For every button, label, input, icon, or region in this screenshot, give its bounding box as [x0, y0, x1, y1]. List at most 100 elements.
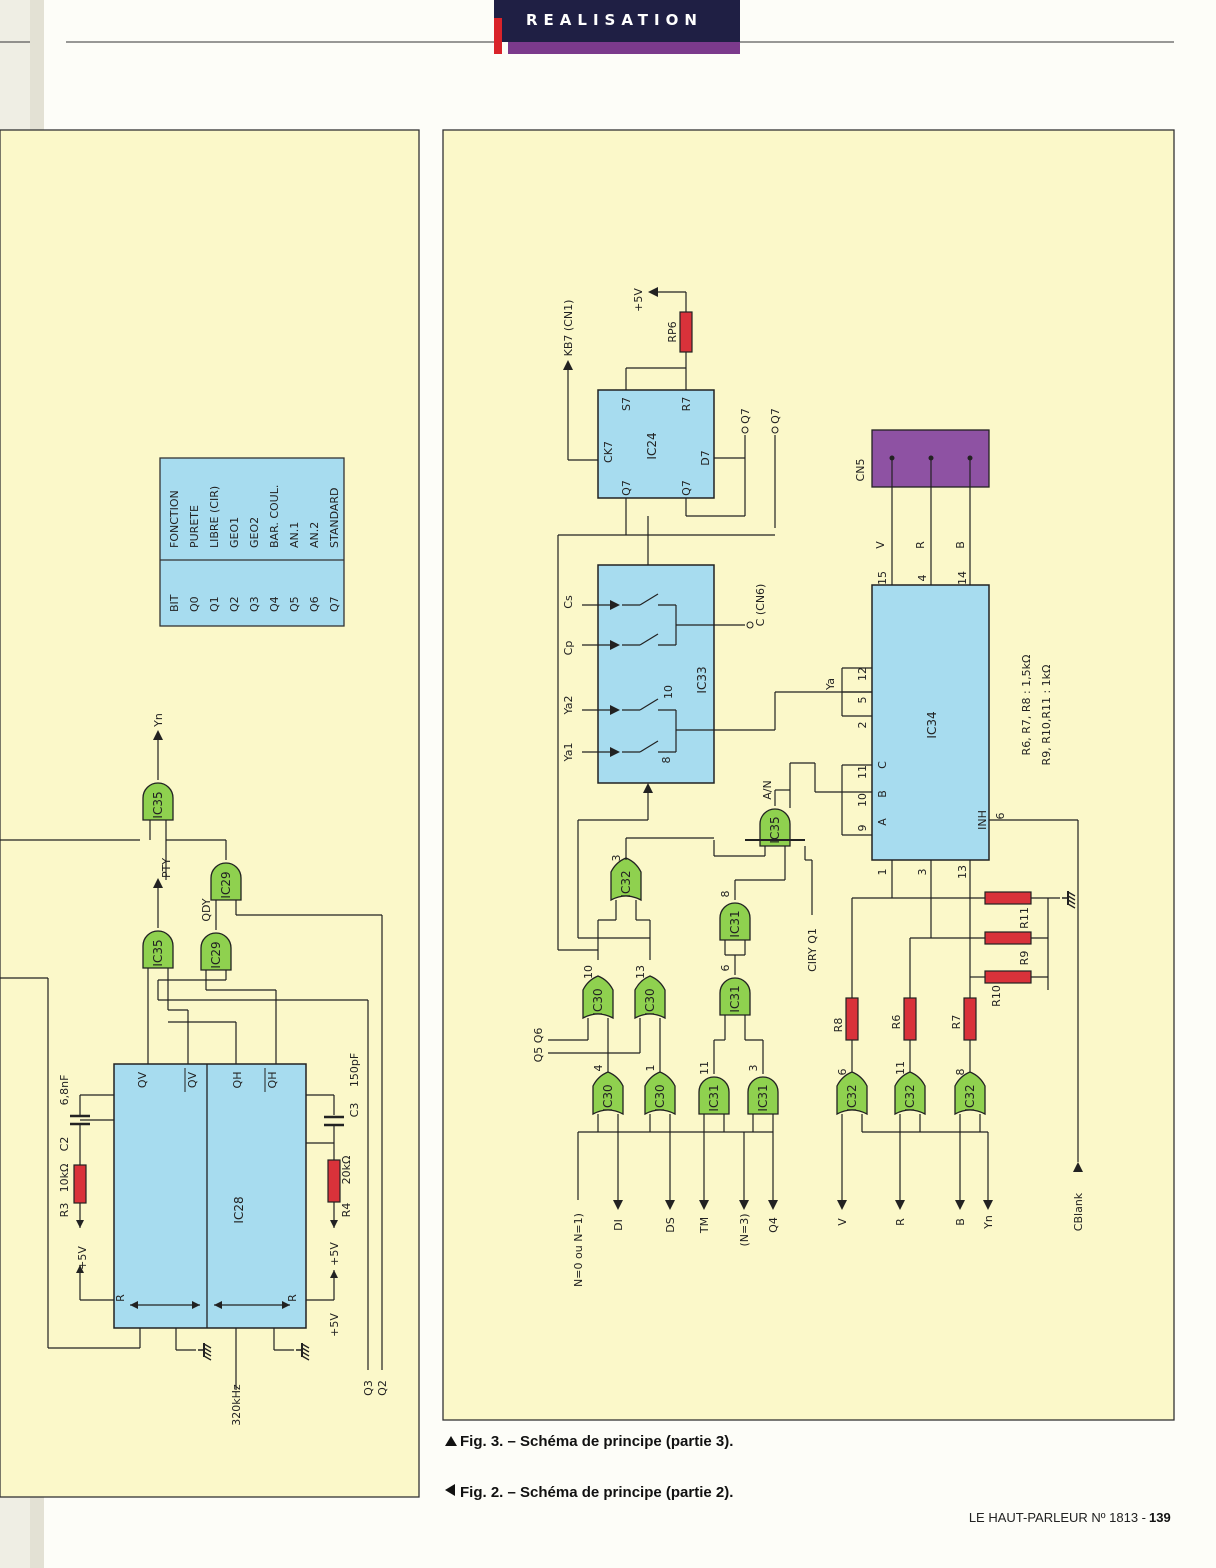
c3-label: C3: [348, 1103, 361, 1118]
r6-label: R6: [890, 1015, 903, 1030]
ic24-pin-ck7: CK7: [602, 441, 615, 463]
ic24-pin-q7bar: Q7: [680, 480, 693, 496]
ic28-pin-qh-bar: QH: [266, 1072, 279, 1089]
ic28-pin-qv: QV: [136, 1071, 149, 1088]
pin-8b: 8: [954, 1069, 967, 1076]
resistor-note-1: R6, R7, R8 : 1,5kΩ: [1020, 655, 1033, 756]
signal-q5-q6: Q5 Q6: [532, 1028, 545, 1063]
pin-10: 10: [582, 965, 595, 979]
ic34-pin-4: 4: [916, 575, 929, 582]
ic29b-label: IC29: [219, 871, 233, 898]
ic34-pin-b: B: [876, 790, 889, 798]
section-title: REALISATION: [526, 11, 703, 29]
ic34-pin-inh: INH: [976, 810, 989, 830]
ic34-pin-11: 11: [856, 765, 869, 779]
table-cell-function: GEO1: [228, 517, 241, 548]
vcc-left: +5V: [76, 1246, 89, 1270]
r7-label: R7: [950, 1015, 963, 1030]
table-cell-bit: Q4: [268, 596, 281, 612]
ic28-chip: IC28 QV QV QH QH R R: [113, 1063, 307, 1329]
signal-qdy: QDY: [200, 898, 213, 922]
signal-c-cn6: C (CN6): [754, 584, 767, 627]
c2-label: C2: [58, 1137, 71, 1152]
ic31b-label: IC31: [728, 985, 742, 1012]
signal-n0: N=0 ou N=1): [572, 1213, 585, 1287]
ic24-pin-r7: R7: [680, 397, 693, 412]
footer-magazine: LE HAUT-PARLEUR Nº 1813 -: [969, 1510, 1146, 1525]
ic24-pin-s7: S7: [620, 397, 633, 411]
fig3-schematic: +5V RP6 KB7 (CN1) IC24 S7 R7 CK7 Q7 Q7 D…: [442, 129, 1175, 1421]
ic34-pin-2: 2: [856, 722, 869, 729]
vcc-top: +5V: [632, 288, 645, 312]
signal-n3: (N=3): [738, 1213, 751, 1246]
ic28-pin-qh: QH: [231, 1072, 244, 1089]
header: REALISATION: [0, 0, 1174, 54]
table-cell-bit: Q0: [188, 596, 201, 612]
table-cell-function: STANDARD: [328, 487, 341, 548]
ic30b-label: IC30: [643, 988, 657, 1015]
ic28-pin-qv-bar: QV: [186, 1071, 199, 1088]
ic24-label: IC24: [645, 432, 659, 459]
ic31d-label: IC31: [756, 1084, 770, 1111]
signal-q2: Q2: [376, 1380, 389, 1396]
ic32c-label: IC32: [903, 1084, 917, 1111]
ic34-pin-1: 1: [876, 869, 889, 876]
ic35-label: IC35: [151, 791, 165, 818]
r4-label: R4: [340, 1203, 353, 1218]
ic34-pin-13: 13: [956, 865, 969, 879]
ic33-pin-8: 8: [660, 757, 673, 764]
caption-fig2: Fig. 2. – Schéma de principe (partie 2).: [460, 1484, 733, 1501]
table-cell-function: BAR. COUL.: [268, 485, 281, 548]
r6-resistor: [903, 997, 917, 1041]
pin-6: 6: [719, 965, 732, 972]
table-cell-bit: Q3: [248, 596, 261, 612]
signal-r: R: [894, 1218, 907, 1226]
ic32b-label: IC32: [845, 1084, 859, 1111]
signal-ya1: Ya1: [562, 743, 575, 763]
ic34-label: IC34: [925, 711, 939, 738]
signal-q4: Q4: [767, 1217, 780, 1233]
ic28-pin-r-right: R: [286, 1294, 299, 1302]
ic34-pin-12: 12: [856, 667, 869, 681]
r11-resistor: [984, 891, 1032, 905]
signal-kb7: KB7 (CN1): [562, 300, 575, 357]
cn5-pin-b: B: [954, 541, 967, 549]
table-cell-bit: Q5: [288, 596, 301, 612]
cn5-label: CN5: [854, 459, 867, 482]
c2-value: 6,8nF: [58, 1075, 71, 1106]
signal-an: A/N: [761, 780, 774, 799]
table-cell-function: LIBRE (CIR): [208, 486, 221, 548]
pin-6b: 6: [836, 1069, 849, 1076]
pin-3b: 3: [747, 1065, 760, 1072]
pin-11: 11: [698, 1061, 711, 1075]
ic34-pin-10: 10: [856, 793, 869, 807]
caption-fig3: Fig. 3. – Schéma de principe (partie 3).: [460, 1433, 733, 1450]
vcc-r4: +5V: [328, 1242, 341, 1266]
rp6-label: RP6: [666, 321, 679, 342]
signal-ya: Ya: [824, 678, 837, 691]
ic32a-label: IC32: [619, 870, 633, 897]
rp6-resistor: [679, 311, 693, 353]
table-cell-bit: Q6: [308, 596, 321, 612]
ic31c-label: IC31: [707, 1084, 721, 1111]
pin-4: 4: [592, 1065, 605, 1072]
vcc-bottom: +5V: [328, 1313, 341, 1337]
c3-capacitor: C3 150pF: [306, 1053, 361, 1160]
ic34-pin-15: 15: [876, 571, 889, 585]
table-cell-function: GEO2: [248, 517, 261, 548]
ic35-an-label: IC35: [768, 816, 782, 843]
table-cell-bit: Q1: [208, 596, 221, 612]
pin-13: 13: [634, 965, 647, 979]
ic33-label: IC33: [695, 666, 709, 693]
footer: LE HAUT-PARLEUR Nº 1813 - 139: [969, 1510, 1171, 1525]
signal-b: B: [954, 1218, 967, 1226]
table-cell-function: AN.1: [288, 522, 301, 548]
pin-8: 8: [719, 891, 732, 898]
r4-value: 20kΩ: [340, 1156, 353, 1185]
r4-resistor: R4 20kΩ +5V +5V: [306, 1156, 353, 1337]
ic32d-label: IC32: [963, 1084, 977, 1111]
ic31a-label: IC31: [728, 910, 742, 937]
